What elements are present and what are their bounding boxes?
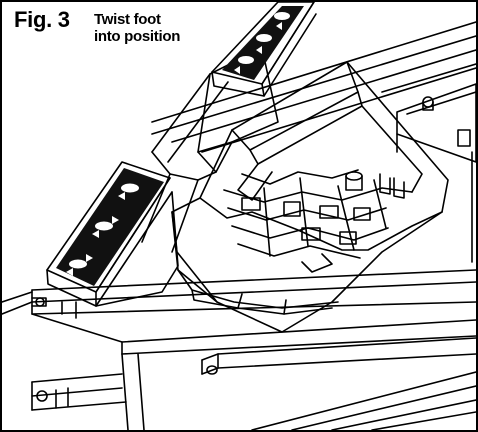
caption-line-2: into position xyxy=(94,28,181,45)
arrow-pad-icon xyxy=(66,183,139,276)
lower-pad-block xyxy=(46,161,179,307)
front-rail-extrusion xyxy=(31,269,476,430)
figure-caption: Twist foot into position xyxy=(92,11,183,45)
caption-line-1: Twist foot xyxy=(94,11,161,28)
figure-number: Fig. 3 xyxy=(12,7,72,32)
right-housing xyxy=(396,83,476,163)
left-edge-shading xyxy=(2,291,33,315)
lower-rail-extrusion xyxy=(31,371,476,430)
arrow-pad-icon xyxy=(234,12,290,74)
foot-tray xyxy=(171,61,449,333)
back-rail xyxy=(151,21,476,263)
upper-pad-block xyxy=(211,2,317,97)
